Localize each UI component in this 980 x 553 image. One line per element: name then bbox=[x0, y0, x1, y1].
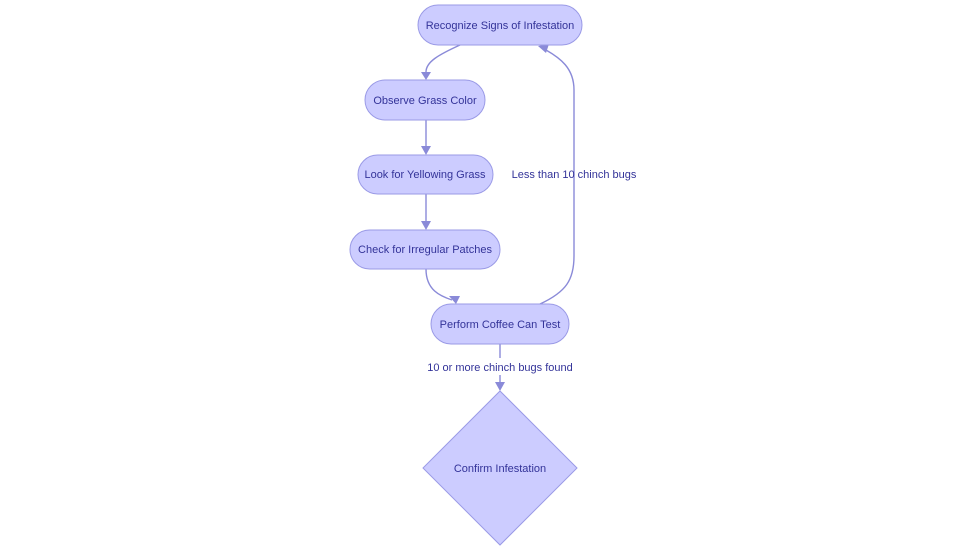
arrowhead-patches bbox=[421, 221, 431, 230]
arrowhead-yellowing bbox=[421, 146, 431, 155]
edges bbox=[421, 44, 575, 391]
edge-labels: Less than 10 chinch bugs 10 or more chin… bbox=[426, 169, 637, 375]
node-look-for-yellowing: Look for Yellowing Grass bbox=[357, 154, 494, 195]
arrowhead-recognize bbox=[538, 44, 549, 53]
edge-recognize-to-observe bbox=[425, 44, 461, 73]
node-check-irregular-patches: Check for Irregular Patches bbox=[349, 229, 501, 270]
edge-patches-to-coffee-test bbox=[425, 268, 453, 301]
node-observe-grass-color: Observe Grass Color bbox=[364, 79, 486, 121]
node-recognize-signs: Recognize Signs of Infestation bbox=[417, 4, 583, 46]
node-label-observe: Observe Grass Color bbox=[373, 95, 477, 107]
arrowhead-coffee-test bbox=[449, 296, 460, 304]
edge-label-background bbox=[426, 358, 574, 375]
edge-label-less-than-10: Less than 10 chinch bugs bbox=[512, 169, 637, 181]
edge-label-ten-or-more: 10 or more chinch bugs found bbox=[427, 362, 573, 374]
node-label-patches: Check for Irregular Patches bbox=[358, 244, 492, 256]
edge-coffee-test-to-recognize bbox=[539, 49, 575, 305]
node-label-recognize: Recognize Signs of Infestation bbox=[426, 20, 575, 32]
node-perform-coffee-can-test: Perform Coffee Can Test bbox=[430, 303, 570, 345]
node-label-coffee-test: Perform Coffee Can Test bbox=[440, 319, 561, 331]
node-label-confirm: Confirm Infestation bbox=[454, 463, 546, 475]
node-confirm-infestation: Confirm Infestation bbox=[422, 390, 578, 546]
arrowhead-confirm bbox=[495, 382, 505, 391]
arrowhead-observe bbox=[421, 72, 431, 80]
node-label-yellowing: Look for Yellowing Grass bbox=[364, 169, 486, 181]
